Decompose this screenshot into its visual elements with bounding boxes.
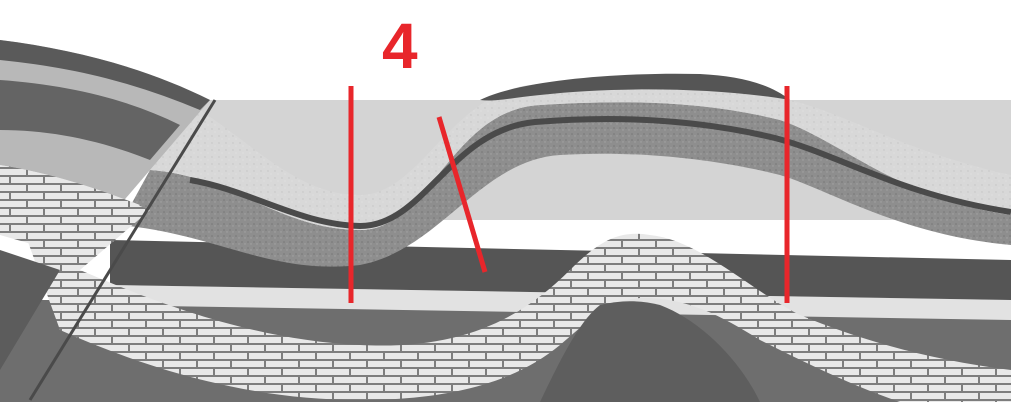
figure-number: 4 [382,10,418,82]
